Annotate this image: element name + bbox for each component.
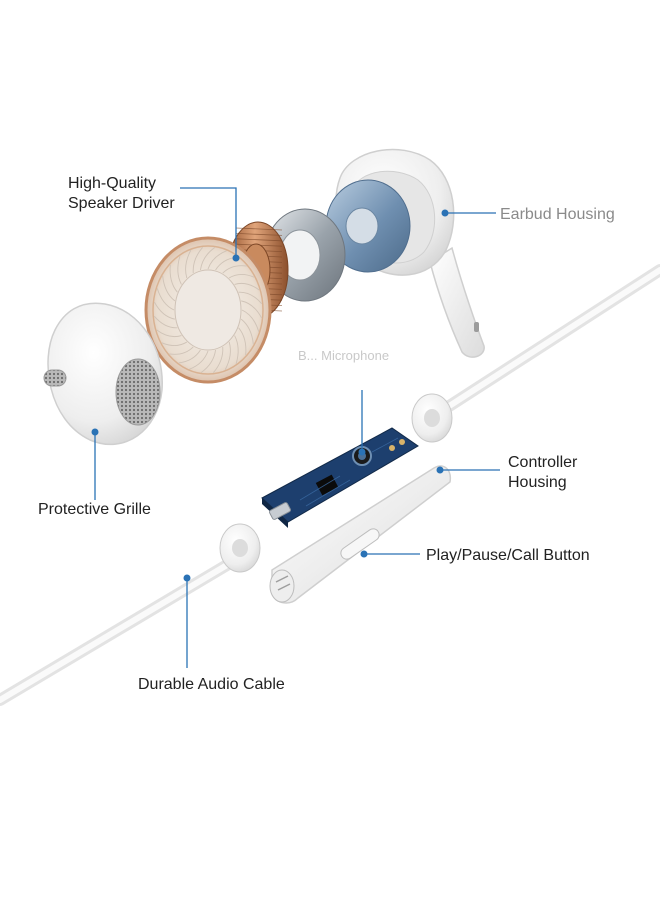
leader-lines xyxy=(91,187,500,668)
label-controller-housing-line2: Housing xyxy=(508,474,567,491)
label-faint-pcb: B... Microphone xyxy=(298,348,389,363)
audio-cable xyxy=(0,264,660,706)
label-protective-grille: Protective Grille xyxy=(38,501,151,518)
label-speaker-driver-line2: Speaker Driver xyxy=(68,195,175,212)
driver-magnet xyxy=(325,179,411,273)
speaker-driver-diaphragm xyxy=(144,236,272,384)
label-durable-audio-cable: Durable Audio Cable xyxy=(138,676,285,693)
cable-stopper-upper xyxy=(411,393,453,443)
label-controller-housing-line1: Controller xyxy=(508,454,578,471)
cable-stopper-lower xyxy=(219,523,261,573)
protective-grille-earbud xyxy=(43,302,163,446)
controller-pcb xyxy=(261,427,419,528)
label-earbud-housing: Earbud Housing xyxy=(500,206,615,223)
label-speaker-driver-line1: High-Quality xyxy=(68,175,156,192)
play-pause-call-button-key[interactable] xyxy=(339,526,382,561)
label-play-pause-call-button: Play/Pause/Call Button xyxy=(426,547,590,564)
